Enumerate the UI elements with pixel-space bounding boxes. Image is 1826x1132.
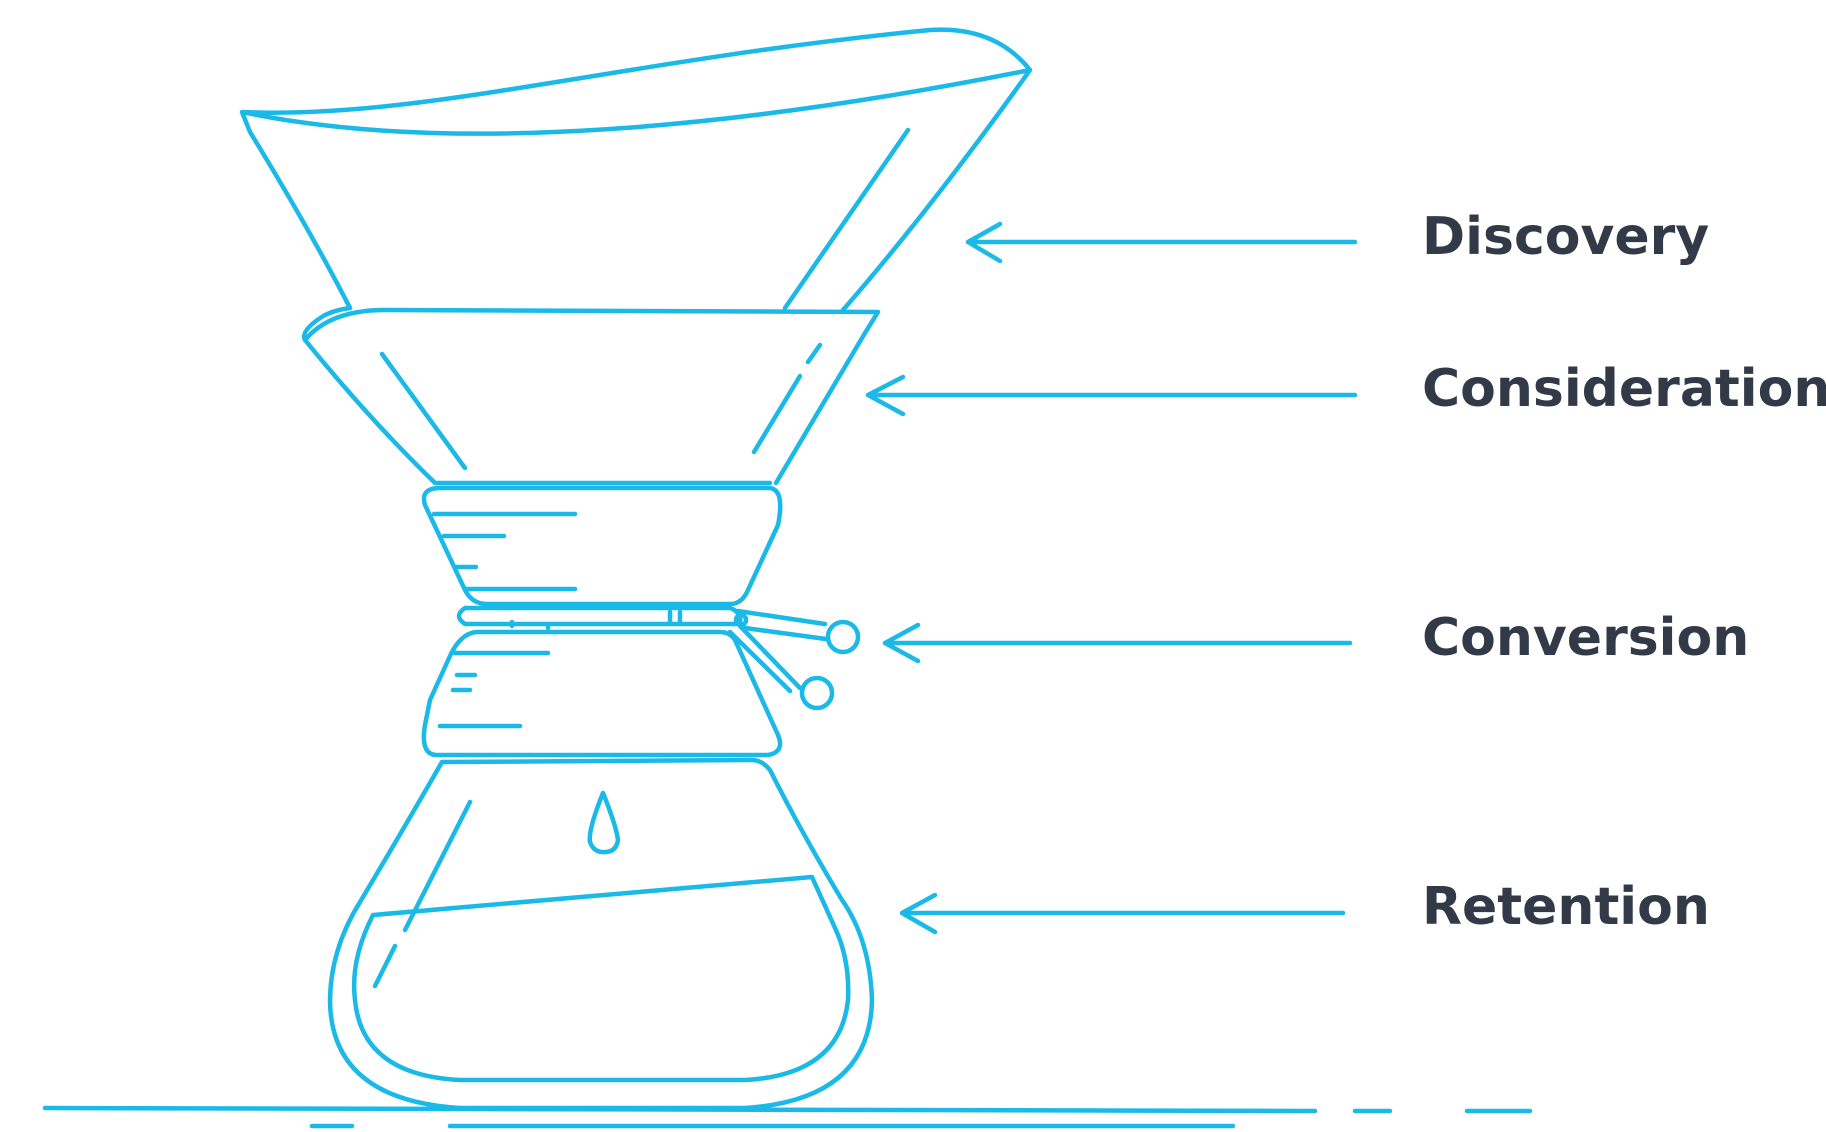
clamp-rivet-icon [733, 612, 749, 628]
lower-neck-icon [421, 629, 783, 758]
clamp-knob-icon [799, 675, 835, 711]
collar-section-icon [421, 480, 783, 607]
stage-label-consideration: Consideration [1422, 359, 1826, 419]
arrow-retention [899, 892, 1346, 935]
arrow-consideration [865, 374, 1358, 417]
clamp-knob-icon [825, 619, 861, 655]
coffee-funnel-illustration [42, 27, 1533, 1129]
band-clamp-icon [456, 605, 829, 694]
stage-label-retention: Retention [1422, 877, 1710, 937]
stage-label-discovery: Discovery [1422, 207, 1709, 267]
carafe-body-icon [327, 757, 875, 1111]
stage-label-conversion: Conversion [1422, 608, 1749, 668]
filter-paper-icon [239, 27, 1033, 313]
arrow-discovery [965, 221, 1358, 264]
upper-cone-icon [301, 305, 881, 486]
coffee-drop-icon [587, 790, 621, 855]
arrow-conversion [882, 622, 1353, 664]
ground-line-icon [42, 1105, 1533, 1129]
